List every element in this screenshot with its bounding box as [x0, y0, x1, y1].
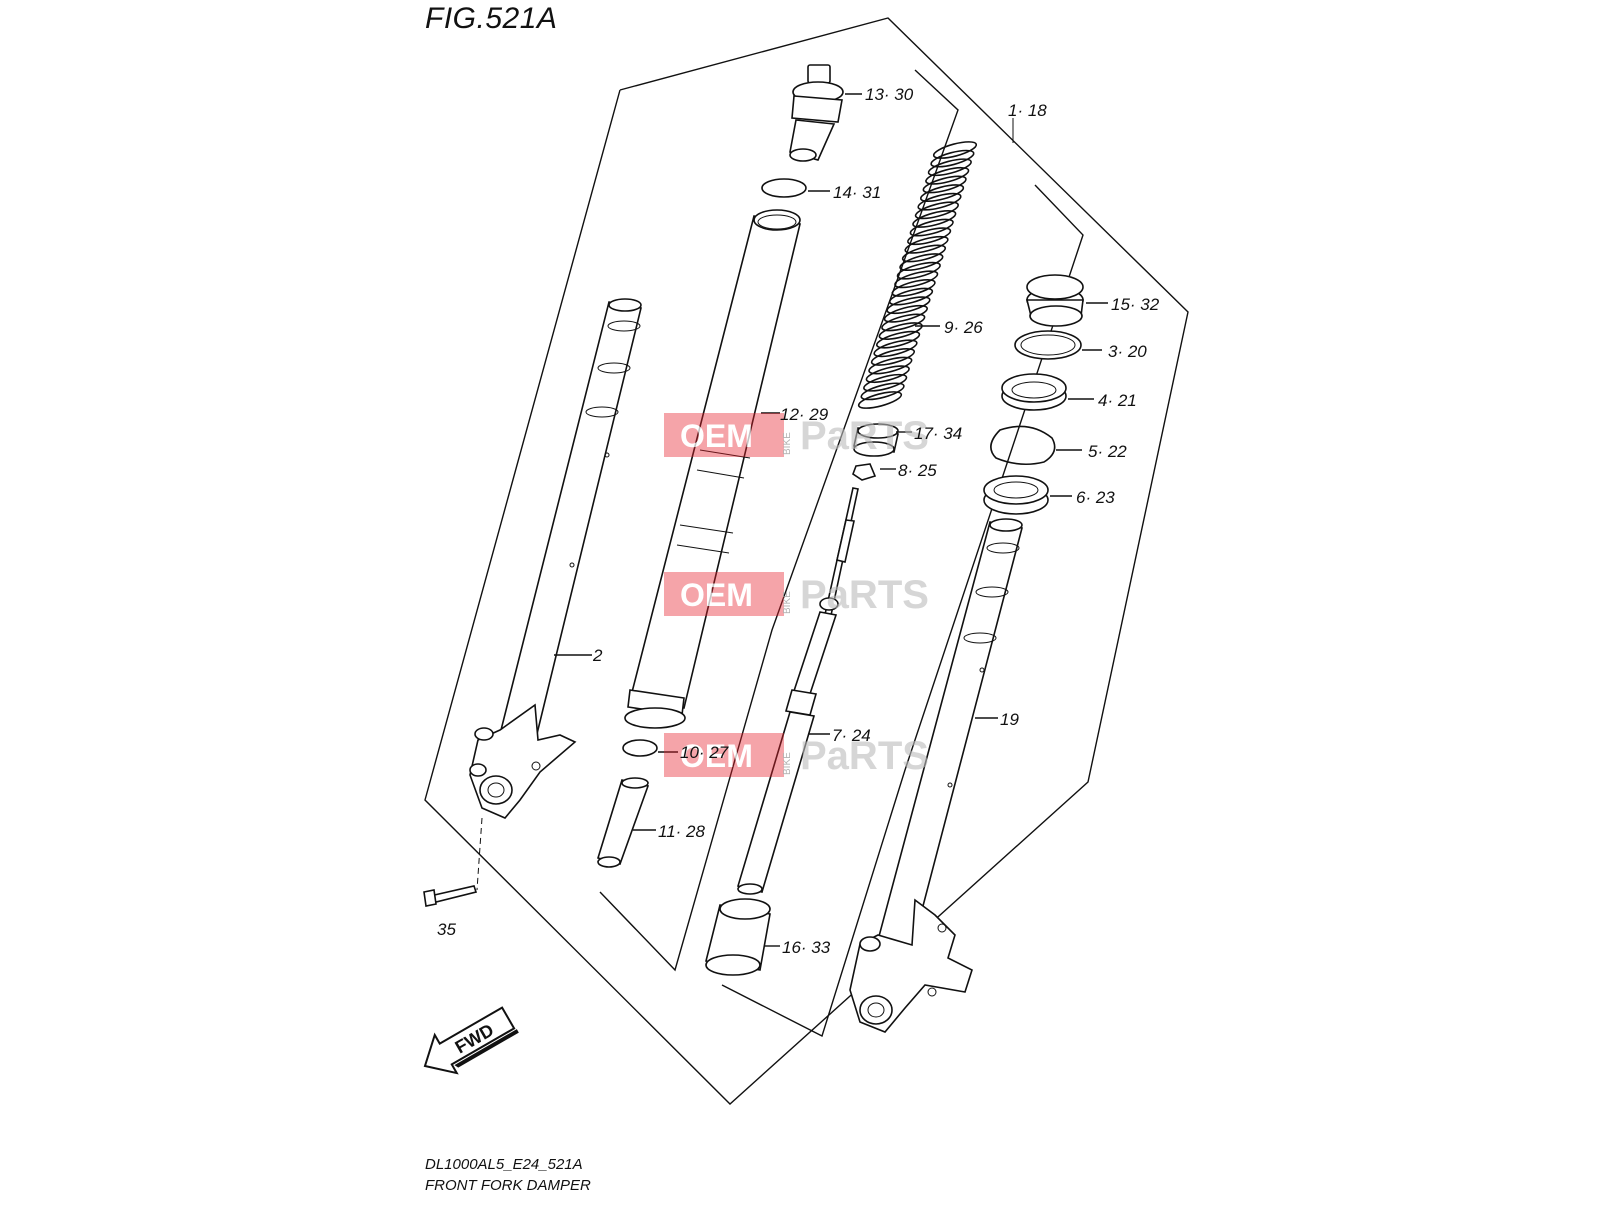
callout-11-28: 11· 28: [658, 822, 705, 841]
callout-6-23: 6· 23: [1076, 488, 1115, 507]
svg-text:OEM: OEM: [680, 738, 753, 774]
svg-text:BIKE: BIKE: [782, 432, 793, 455]
spring-coil: [857, 391, 903, 409]
washer-10-27: [622, 739, 658, 757]
spring-coil: [860, 382, 905, 401]
cap-bolt: [789, 64, 844, 162]
callout-10-27: 10· 27: [680, 743, 729, 762]
watermark-1: OEM BIKE PaRTS: [664, 413, 929, 458]
spring-coil: [873, 339, 918, 358]
callout-12-29: 12· 29: [780, 405, 829, 424]
svg-text:OEM: OEM: [680, 418, 753, 454]
ring-3-20: [1014, 330, 1082, 360]
callout-16-33: 16· 33: [782, 938, 831, 957]
inner-tube: [624, 209, 801, 729]
svg-text:PaRTS: PaRTS: [800, 573, 929, 617]
callout-8-25: 8· 25: [898, 461, 937, 480]
spring-coil: [917, 192, 962, 211]
o-ring: [761, 178, 807, 198]
spring-coil: [930, 149, 975, 168]
spacer-17-34: [853, 423, 899, 457]
clip-5-22: [990, 425, 1056, 466]
svg-text:BIKE: BIKE: [782, 591, 793, 614]
watermark-2: OEM BIKE PaRTS: [664, 572, 929, 617]
svg-text:OEM: OEM: [680, 577, 753, 613]
callout-7-24: 7· 24: [832, 726, 871, 745]
spring-coil: [870, 347, 916, 366]
spring-coil: [875, 330, 921, 349]
group-outline-right: [721, 184, 1084, 1038]
dust-seal-6-23: [983, 475, 1049, 515]
spring-coil: [899, 253, 944, 271]
spring-coil: [932, 141, 978, 159]
callout-3-20: 3· 20: [1108, 342, 1147, 361]
spring-coil: [894, 270, 939, 289]
group-outline-1-18: [424, 17, 1189, 1105]
svg-text:PaRTS: PaRTS: [800, 414, 929, 458]
callout-15-32: 15· 32: [1111, 295, 1160, 314]
spring-coil: [912, 210, 957, 228]
watermark-3: OEM BIKE PaRTS: [664, 733, 929, 778]
sleeve-11-28: [596, 777, 650, 868]
figure-title: FIG.521A: [425, 2, 558, 35]
outer-tube-right: [849, 518, 1023, 1033]
callout-5-22: 5· 22: [1088, 442, 1127, 461]
seal-4-21: [1001, 373, 1067, 411]
spring-coil: [883, 304, 928, 323]
spring-coil: [881, 313, 926, 332]
fwd-arrow-icon: FWD: [423, 1006, 519, 1075]
spring-coil: [865, 365, 910, 384]
spring-coil: [927, 158, 972, 177]
callout-13-30: 13· 30: [865, 85, 914, 104]
spring-coil: [863, 373, 908, 392]
callout-19: 19: [1000, 710, 1019, 729]
damper-rod: [736, 487, 859, 895]
spring-coil: [907, 227, 952, 246]
spring-coil: [901, 244, 947, 263]
callout-2: 2: [592, 646, 603, 665]
spring-coil: [891, 279, 936, 297]
callout-4-21: 4· 21: [1098, 391, 1137, 410]
group-outline-inner: [599, 69, 959, 972]
spring-coil: [919, 184, 965, 203]
spring: [857, 141, 978, 409]
svg-text:BIKE: BIKE: [782, 752, 793, 775]
spring-coil: [868, 356, 913, 375]
spring-coil: [886, 296, 931, 315]
bolt-35: [423, 817, 483, 907]
spring-coil: [896, 261, 941, 280]
spring-coil: [909, 218, 954, 237]
section-name: FRONT FORK DAMPER: [425, 1177, 591, 1194]
bushing-16-33: [705, 898, 771, 976]
callout-14-31: 14· 31: [833, 183, 881, 202]
outer-tube-left: [469, 298, 642, 819]
callout-35: 35: [437, 920, 456, 939]
spring-coil: [904, 235, 949, 254]
spring-coil: [888, 287, 934, 306]
spring-coil: [914, 201, 960, 220]
callout-17-34: 17· 34: [914, 424, 962, 443]
spring-coil: [922, 175, 967, 194]
model-code: DL1000AL5_E24_521A: [425, 1156, 583, 1173]
ring-15-32: [1025, 274, 1084, 327]
callout-9-26: 9· 26: [944, 318, 983, 337]
svg-text:PaRTS: PaRTS: [800, 734, 929, 778]
callout-1-18: 1· 18: [1008, 101, 1047, 120]
nut-8-25: [852, 463, 877, 481]
spring-coil: [925, 166, 970, 185]
